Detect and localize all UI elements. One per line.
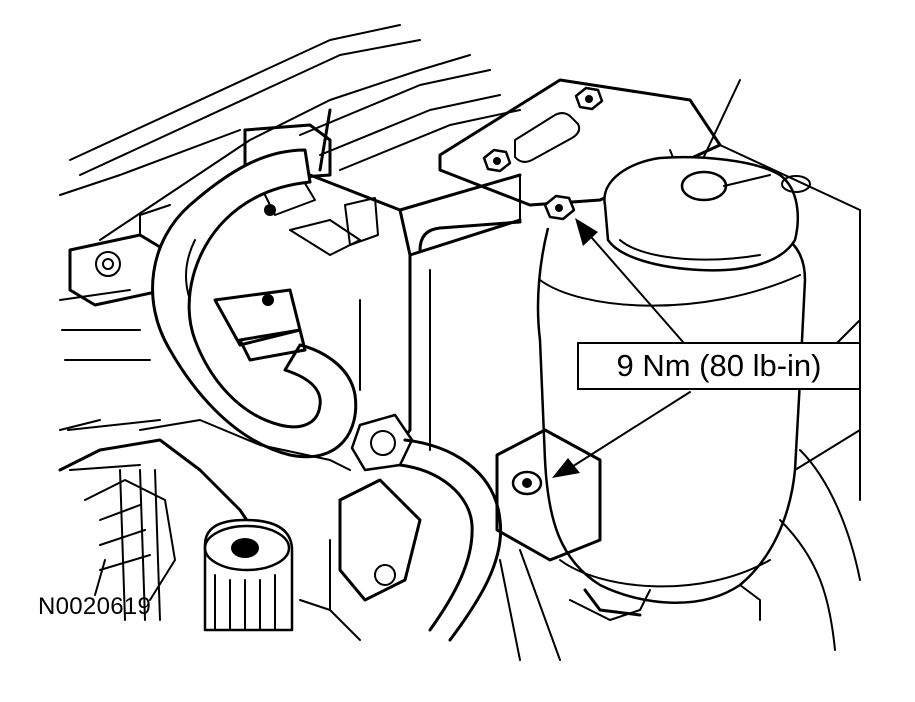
figure-id-label: N0020619: [38, 593, 152, 620]
torque-callout-text: 9 Nm (80 lb-in): [616, 348, 822, 383]
hose-fitting: [350, 413, 503, 642]
upper-engine-structure: [59, 24, 521, 471]
figure-id-leader: [94, 559, 106, 596]
callout-leader-lines: [566, 229, 691, 471]
reservoir-cap: [603, 155, 811, 272]
hose-clamp: [213, 288, 307, 362]
lower-engine-block: [58, 419, 351, 621]
oil-filler-cap: [203, 518, 294, 632]
plate-bolt-2: [482, 148, 512, 173]
plate-bolt-1: [574, 86, 604, 111]
reservoir-mount-bolt-upper: [543, 194, 576, 221]
reservoir-bracket-lower: [495, 428, 761, 621]
arrowhead-upper: [575, 218, 598, 246]
torque-callout: 9 Nm (80 lb-in): [577, 342, 861, 390]
arrowhead-lower: [552, 458, 580, 478]
right-side-structure: [499, 449, 861, 661]
heater-hose: [151, 148, 358, 459]
lower-bracket: [299, 478, 422, 641]
